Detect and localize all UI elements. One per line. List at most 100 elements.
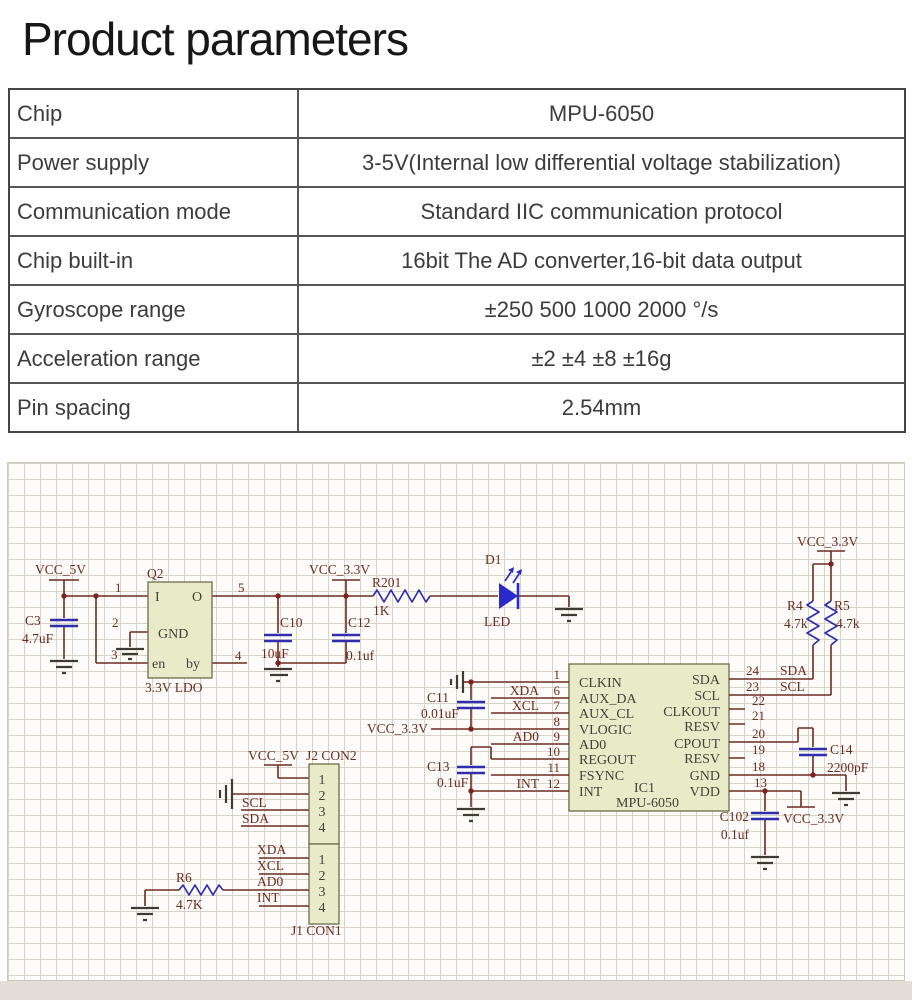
part-label: 3.3V LDO [145, 680, 203, 695]
ref-label: R201 [372, 575, 401, 590]
capacitor-c102: C102 0.1uf [720, 788, 779, 855]
ic-pin-name: FSYNC [579, 769, 624, 784]
ic-pin-name: VDD [690, 785, 720, 800]
spec-label: Communication mode [10, 188, 299, 235]
net-label: XDA [510, 683, 539, 698]
value-label: 4.7K [176, 897, 203, 912]
schematic-svg: VCC_5V C3 4.7uF Q2 I O G [22, 534, 869, 938]
value-label: 0.01uF [421, 706, 459, 721]
net-label: SCL [780, 679, 805, 694]
ic-pin-name: RESV [684, 752, 720, 767]
vcc33-power-symbol: VCC_3.3V [797, 534, 858, 567]
ic-pin-name: SDA [692, 673, 721, 688]
ref-label: D1 [485, 552, 502, 567]
spec-value: ±2 ±4 ±8 ±16g [531, 345, 672, 371]
table-row: Power supply 3-5V(Internal low different… [10, 139, 904, 188]
net-label: INT [257, 890, 280, 905]
ic-pin-name: CLKIN [579, 676, 622, 691]
ground-icon [449, 671, 471, 693]
ic-left-pins: 1 6 7 8 9 10 11 12 XDA XCL AD0 INT [431, 667, 569, 792]
pin-label: GND [158, 627, 188, 642]
value-label: 4.7uF [22, 631, 54, 646]
net-label: VCC_5V [35, 562, 86, 577]
pin-number: 11 [547, 760, 560, 775]
ic-pin-name: AUX_DA [579, 692, 637, 707]
net-label: INT [517, 776, 540, 791]
ref-label: C13 [427, 759, 450, 774]
pin-number: 4 [319, 901, 326, 916]
resistor-r201: R201 1K [372, 575, 498, 618]
ref-label: C12 [348, 615, 371, 630]
ldo-q2: Q2 I O GND en by 3.3V LDO 1 2 3 5 4 [111, 566, 245, 695]
ic-pin-name: RESV [684, 720, 720, 735]
spec-label: Chip built-in [10, 237, 299, 284]
value-label: 2200pF [827, 760, 869, 775]
vcc33-power-symbol: VCC_3.3V [783, 791, 844, 826]
pin-number: 3 [319, 885, 326, 900]
pin-number: 3 [111, 647, 118, 662]
pin-number: 23 [746, 679, 759, 694]
net-label: SCL [242, 795, 267, 810]
pin-number: 1 [319, 773, 326, 788]
table-row: Pin spacing 2.54mm [10, 384, 904, 431]
ground-icon [832, 775, 860, 807]
ic-pin-name: REGOUT [579, 753, 636, 768]
pin-number: 6 [554, 683, 561, 698]
circuit-schematic: VCC_5V C3 4.7uF Q2 I O G [7, 462, 905, 981]
resistor-r5: R5 4.7k [824, 564, 860, 695]
ground-icon [457, 807, 485, 823]
net-label: XCL [512, 698, 539, 713]
part-label: MPU-6050 [616, 796, 679, 811]
ref-label: Q2 [147, 566, 164, 581]
pin-label: en [152, 657, 165, 672]
pin-number: 2 [112, 615, 119, 630]
ref-label: C102 [720, 809, 749, 824]
ic-pin-name: GND [690, 769, 720, 784]
ground-icon [264, 667, 292, 683]
ic-right-pins: 24 23 22 21 20 19 18 13 SDA SCL [729, 663, 846, 792]
value-label: 4.7k [836, 616, 860, 631]
capacitor-c14: C14 2200pF [797, 727, 869, 778]
net-label: VCC_3.3V [309, 562, 370, 577]
ic-pin-name: AD0 [579, 738, 606, 753]
pin-number: 1 [115, 580, 122, 595]
capacitor-c12: C12 0.1uf [275, 593, 375, 666]
value-label: 0.1uf [721, 827, 750, 842]
table-row: Gyroscope range ±250 500 1000 2000 °/s [10, 286, 904, 335]
pin-number: 7 [554, 698, 561, 713]
pin-number: 10 [547, 744, 560, 759]
capacitor-c10: C10 10uF [261, 593, 303, 667]
spec-label: Power supply [10, 139, 299, 186]
ground-icon [50, 647, 144, 675]
table-row: Acceleration range ±2 ±4 ±8 ±16g [10, 335, 904, 384]
ref-label: IC1 [634, 781, 655, 796]
pin-number: 24 [746, 663, 760, 678]
spec-value: MPU-6050 [548, 100, 655, 126]
ic-pin-name: SCL [694, 689, 720, 704]
vcc33-power-symbol: VCC_3.3V [309, 562, 370, 596]
table-row: Chip built-in 16bit The AD converter,16-… [10, 237, 904, 286]
pin-number: 2 [319, 869, 326, 884]
ref-label: C11 [427, 690, 449, 705]
table-row: Communication mode Standard IIC communic… [10, 188, 904, 237]
net-label: VCC_3.3V [797, 534, 858, 549]
led-d1: D1 LED [484, 552, 570, 629]
net-label: SDA [242, 811, 269, 826]
connector-j1: 1 2 3 4 XDA XCL AD0 INT J1 CON1 [223, 842, 342, 938]
ground-icon [751, 855, 779, 871]
pin-number: 21 [752, 708, 765, 723]
pin-number: 1 [319, 853, 326, 868]
ref-label: R6 [176, 870, 192, 885]
pin-number: 20 [752, 726, 765, 741]
ground-icon [218, 779, 234, 809]
capacitor-c13: C13 0.1uF [427, 746, 492, 807]
resistor-r6: R6 4.7K [144, 870, 224, 912]
net-label: XDA [257, 842, 286, 857]
pin-label: O [192, 590, 202, 605]
net-label: AD0 [513, 729, 539, 744]
bottom-band [0, 981, 912, 1000]
pin-number: 9 [554, 729, 561, 744]
pin-number: 3 [319, 805, 326, 820]
net-label: VCC_5V [248, 748, 299, 763]
